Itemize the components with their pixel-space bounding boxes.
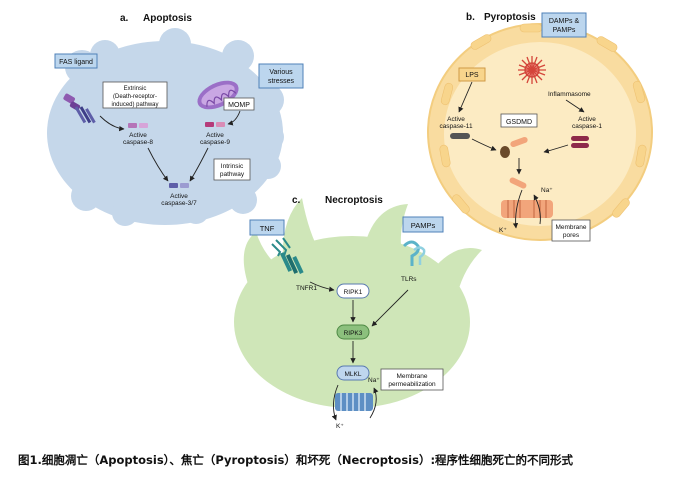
caspase-9-line-1: Active [206, 132, 224, 139]
ripk3-pill [336, 324, 370, 340]
tlr-receptor-icon [402, 240, 426, 266]
extrinsic-pathway-box [102, 81, 168, 109]
pyro-k-efflux-arrow [512, 189, 523, 229]
fas-ligand-label: FAS ligand [59, 59, 93, 66]
pamps-box [402, 216, 444, 233]
membrane-pores-line-2: pores [563, 232, 580, 239]
arrow-fas-to-casp8 [99, 115, 125, 132]
caspase-11-line-1: Active [447, 116, 465, 123]
apoptosis-title: Apoptosis [143, 13, 192, 24]
caspase-1-icon [571, 136, 589, 148]
arrow-tlrs-to-ripk3 [371, 289, 409, 327]
caspase-9-icon [205, 122, 225, 127]
extrinsic-line-3: induced) pathway [111, 102, 158, 108]
intrinsic-line-1: Intrinsic [221, 163, 244, 170]
ripk3-label: RIPK3 [344, 330, 363, 337]
extrinsic-line-2: (Death-receptor- [113, 94, 157, 100]
necroptosis-cell [234, 198, 482, 408]
intrinsic-pathway-box [213, 158, 251, 181]
tnfr1-label: TNFR1 [296, 285, 317, 292]
caspase-37-line-2: caspase-3/7 [161, 200, 197, 207]
caspase-37-line-1: Active [170, 193, 188, 200]
tnf-label: TNF [260, 224, 275, 233]
ripk1-label: RIPK1 [344, 289, 363, 296]
arrow-casp1-to-gsdmd [543, 144, 569, 154]
caspase-11-icon [450, 133, 470, 139]
damps-line-1: DAMPs & [549, 18, 580, 25]
pyro-na-label: Na⁺ [541, 187, 553, 194]
pyroptosis-membrane-pores [439, 23, 647, 218]
ripk1-pill [336, 283, 370, 299]
inflammasome-icon [518, 56, 546, 84]
necro-k-efflux-arrow [331, 384, 339, 421]
pyro-na-influx-arrow [533, 194, 541, 225]
arrow-lps-to-casp11 [458, 81, 473, 113]
arrow-casp9-to-casp37 [189, 147, 209, 182]
caspase-1-line-1: Active [578, 116, 596, 123]
necro-k-label: K⁺ [336, 423, 344, 430]
extrinsic-line-1: Extrinsic [124, 86, 147, 92]
mlkl-channel-icon [335, 393, 373, 411]
caspase-1-line-2: caspase-1 [572, 123, 602, 130]
pyroptosis-pore-icon [501, 200, 553, 218]
necro-na-influx-arrow [369, 387, 379, 419]
momp-label: MOMP [228, 102, 250, 109]
pyroptosis-panel: b. Pyroptosis DAMPs & PAMPs Inflammasome… [427, 12, 653, 242]
apoptosis-panel: a. Apoptosis FAS ligand Extrinsic (Death… [47, 13, 304, 226]
arrow-casp8-to-casp37 [147, 147, 169, 182]
membrane-pores-line-1: Membrane [555, 224, 586, 231]
membrane-perm-line-2: permeabilization [388, 381, 436, 388]
caspase-8-line-1: Active [129, 132, 147, 139]
lps-label: LPS [465, 72, 479, 79]
caspase-8-line-2: caspase-8 [123, 139, 153, 146]
arrow-inflammasome-to-casp1 [565, 99, 585, 113]
gsdmd-label: GSDMD [506, 119, 532, 126]
tlrs-label: TLRs [401, 276, 417, 283]
various-line-2: stresses [268, 78, 295, 85]
arrow-tnfr1-to-ripk1 [309, 281, 335, 292]
caspase-11-line-2: caspase-11 [439, 123, 473, 130]
apoptosis-title-letter: a. [120, 13, 129, 24]
membrane-perm-box [380, 368, 444, 391]
damps-pamps-box [541, 12, 587, 38]
various-line-1: Various [269, 69, 293, 76]
lps-box [458, 67, 486, 82]
figure-caption: 图1.细胞凋亡（Apoptosis）、焦亡（Pyroptosis）和坏死（Nec… [18, 453, 574, 467]
gsdmd-icon [500, 136, 528, 189]
inflammasome-label: Inflammasome [548, 91, 591, 98]
necroptosis-title-letter: c. [292, 195, 301, 206]
pyroptosis-title: Pyroptosis [484, 12, 536, 23]
necroptosis-panel: c. Necroptosis TNF TNFR1 PAMPs TLRs RIPK… [234, 195, 482, 430]
caspase-37-icon [169, 183, 189, 188]
membrane-pores-box [551, 219, 591, 242]
pyro-k-label: K⁺ [499, 227, 507, 234]
gsdmd-box [500, 113, 538, 128]
fas-ligand-box [54, 53, 98, 69]
arrow-momp-to-casp9 [227, 110, 241, 126]
fas-receptor-icon [63, 93, 96, 124]
tnf-box [249, 219, 285, 236]
caspase-8-icon [128, 123, 148, 128]
necroptosis-title: Necroptosis [325, 195, 383, 206]
momp-box [223, 97, 255, 111]
arrow-casp11-to-gsdmd [471, 138, 497, 151]
pamps-label: PAMPs [411, 221, 436, 230]
membrane-perm-line-1: Membrane [396, 373, 427, 380]
various-stresses-box [258, 63, 304, 89]
tnfr1-receptor-icon [271, 237, 304, 275]
caspase-9-line-2: caspase-9 [200, 139, 230, 146]
mlkl-label: MLKL [345, 371, 362, 378]
pyroptosis-cell-inner [444, 42, 636, 226]
mlkl-pill [336, 365, 370, 381]
necro-na-label: Na⁺ [368, 377, 380, 384]
pyroptosis-title-letter: b. [466, 12, 475, 23]
intrinsic-line-2: pathway [220, 171, 245, 178]
cell-death-diagram: a. Apoptosis FAS ligand Extrinsic (Death… [47, 12, 653, 430]
damps-line-2: PAMPs [553, 27, 576, 34]
